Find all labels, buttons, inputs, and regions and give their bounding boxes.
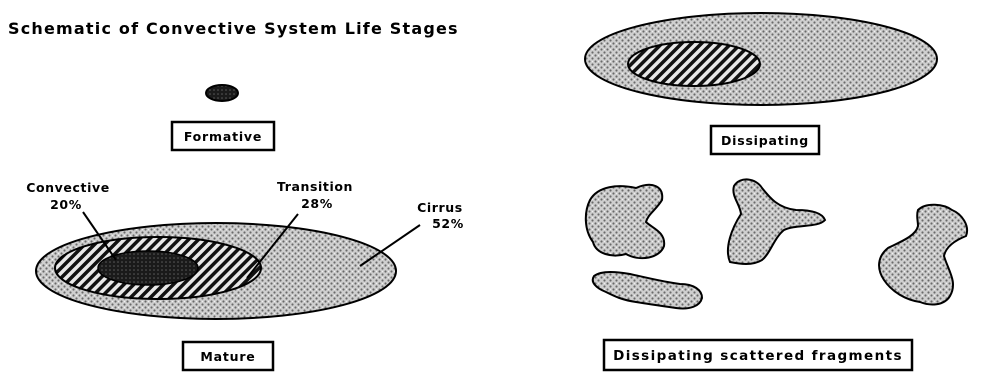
cloud-fragment [593, 272, 702, 309]
cirrus-percent: 52% [432, 216, 464, 231]
dissipating-stage: Dissipating [585, 13, 937, 154]
formative-cloud-core [206, 85, 238, 101]
fragments-stage: Dissipating scattered fragments [586, 179, 967, 370]
transition-percent: 28% [301, 196, 333, 211]
dissipating-label: Dissipating [721, 133, 809, 148]
cirrus-label: Cirrus [417, 200, 463, 215]
cloud-fragment [879, 205, 967, 305]
convective-label: Convective [26, 180, 110, 195]
cloud-fragment [586, 185, 664, 258]
mature-label: Mature [200, 349, 255, 364]
cloud-fragment [728, 179, 825, 264]
diagram-title: Schematic of Convective System Life Stag… [8, 19, 459, 38]
transition-label: Transition [277, 179, 353, 194]
formative-label: Formative [184, 129, 262, 144]
formative-stage: Formative [172, 85, 274, 150]
convective-percent: 20% [50, 197, 82, 212]
mature-stage: Convective 20% Transition 28% Cirrus 52%… [26, 179, 464, 370]
dissipating-transition-region [628, 42, 760, 86]
fragments-label: Dissipating scattered fragments [613, 348, 903, 364]
